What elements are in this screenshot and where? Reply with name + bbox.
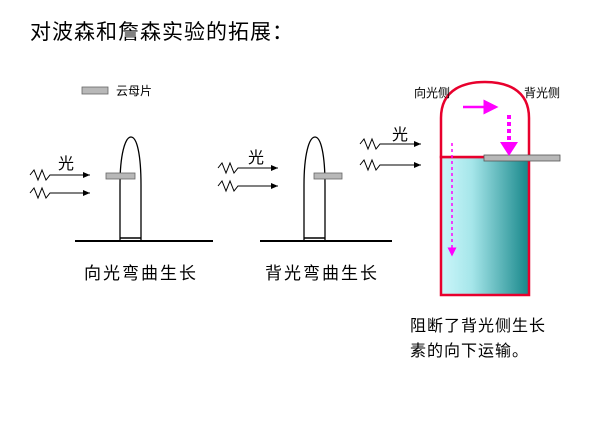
- stem-section: [441, 157, 529, 295]
- legend-mica-label: 云母片: [116, 82, 152, 99]
- mica-sheet-3: [484, 155, 560, 161]
- conclusion-line-1: 阻断了背光侧生长: [410, 313, 590, 338]
- light-label-3: 光: [392, 121, 408, 145]
- label-light-side: 向光侧: [414, 84, 450, 101]
- light-label-2: 光: [248, 144, 264, 168]
- legend-mica-swatch: [82, 87, 108, 94]
- mica-sheet-2: [314, 173, 342, 179]
- mica-sheet-1: [106, 173, 135, 179]
- conclusion-note: 阻断了背光侧生长 素的向下运输。: [410, 313, 590, 363]
- light-rays-3: [360, 139, 421, 170]
- coleoptile-2: [304, 137, 325, 241]
- caption-toward-light: 向光弯曲生长: [84, 259, 198, 284]
- conclusion-line-2: 素的向下运输。: [410, 338, 590, 363]
- panel-3: [360, 82, 560, 295]
- coleoptile-1: [120, 137, 141, 241]
- caption-away-from-light: 背光弯曲生长: [265, 259, 379, 284]
- label-shade-side: 背光侧: [524, 84, 560, 101]
- light-rays-1: [30, 170, 90, 198]
- tip-section: [441, 82, 529, 157]
- light-label-1: 光: [58, 150, 74, 174]
- panel-2: [218, 137, 392, 241]
